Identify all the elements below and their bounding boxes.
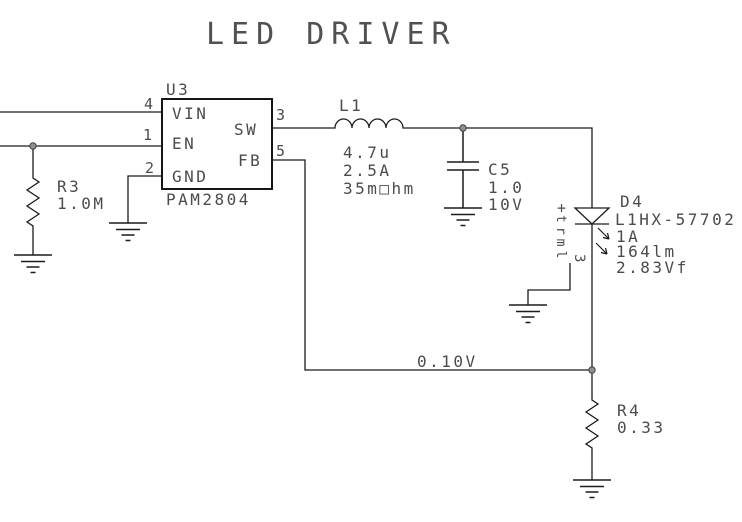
led-d4-ref: D4 (620, 192, 645, 211)
led-d4-current: 1A (616, 227, 641, 246)
ic-u3-ref: U3 (166, 80, 191, 99)
schematic-title: LED DRIVER (206, 17, 457, 52)
ground-symbol-r3 (14, 254, 52, 274)
inductor-l1-ref: L1 (339, 96, 364, 115)
pin-label-vin: VIN (172, 104, 209, 123)
inductor-l1-current: 2.5A (343, 161, 392, 180)
ground-symbol-r4 (573, 479, 611, 499)
wire-gnd-pin (127, 175, 162, 223)
pin-label-fb: FB (238, 151, 263, 170)
resistor-r4-symbol (584, 370, 600, 480)
capacitor-c5-symbol (447, 128, 479, 208)
led-d4-anode-mark: + (557, 199, 567, 217)
inductor-l1-symbol (272, 118, 593, 208)
wire-fb (272, 159, 592, 371)
ground-symbol-ic (109, 222, 147, 242)
fb-voltage-annotation: 0.10V (417, 352, 478, 371)
ic-u3-body (161, 98, 273, 190)
led-d4-triangle (573, 207, 611, 225)
led-d4-thermal-pin-label: trml (553, 215, 568, 263)
led-d4-part: L1HX-57702 (615, 210, 737, 229)
junction-dot-c5 (459, 124, 467, 132)
junction-dot-fb (588, 366, 596, 374)
resistor-r4-ref: R4 (617, 401, 642, 420)
capacitor-c5-voltage: 10V (488, 195, 525, 214)
led-d4-forward-voltage: 2.83Vf (616, 258, 689, 277)
pin-number-3: 3 (276, 106, 286, 124)
led-d4-thermal-pin-number: 3 (571, 254, 587, 263)
wire-led-thermal (527, 263, 571, 305)
resistor-r3-ref: R3 (57, 177, 82, 196)
junction-dot-en (29, 142, 37, 150)
pin-number-2: 2 (145, 159, 155, 177)
pin-number-5: 5 (276, 142, 286, 160)
capacitor-c5-value: 1.0 (488, 178, 525, 197)
pin-label-sw: SW (234, 120, 259, 139)
pin-label-en: EN (172, 134, 197, 153)
inductor-l1-resistance: 35m□hm (343, 179, 416, 198)
pin-number-1: 1 (143, 126, 153, 144)
resistor-r3-symbol (25, 146, 41, 255)
resistor-r3-value: 1.0M (57, 194, 106, 213)
resistor-r4-value: 0.33 (617, 418, 666, 437)
led-d4-luminous-flux: 164lm (616, 242, 677, 261)
pin-label-gnd: GND (172, 167, 209, 186)
ic-u3-part: PAM2804 (166, 190, 251, 209)
capacitor-c5-ref: C5 (488, 160, 513, 179)
inductor-l1-inductance: 4.7u (343, 143, 392, 162)
ground-symbol-thermal (509, 304, 547, 324)
ground-symbol-c5 (444, 207, 482, 227)
led-emission-arrows-icon (595, 227, 610, 255)
pin-number-4: 4 (144, 95, 154, 113)
